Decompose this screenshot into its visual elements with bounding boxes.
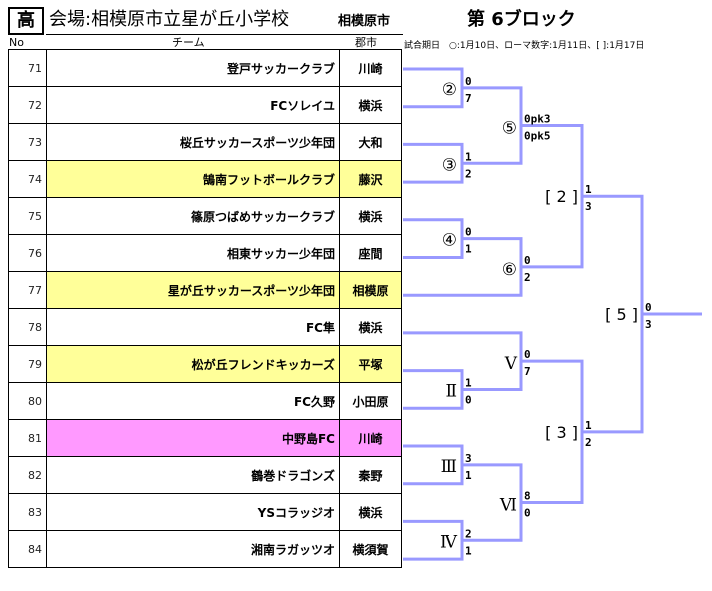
score-top: 3 bbox=[465, 452, 472, 465]
team-name: 中野島FC bbox=[46, 419, 340, 457]
team-number: 82 bbox=[8, 456, 47, 494]
team-city: 相模原 bbox=[339, 271, 402, 309]
team-name: 松が丘フレンドキッカーズ bbox=[46, 345, 340, 383]
score-top: 1 bbox=[465, 376, 472, 389]
column-header-city: 郡市 bbox=[355, 36, 377, 49]
score-bottom: 1 bbox=[465, 243, 472, 256]
team-city: 川崎 bbox=[339, 49, 402, 87]
score-bottom: 7 bbox=[465, 92, 472, 105]
team-city: 大和 bbox=[339, 123, 402, 161]
match-date-note: 試合期日 ○:1月10日、ローマ数字:1月11日、[ ]:1月17日 bbox=[404, 41, 645, 51]
score-bottom: 2 bbox=[465, 167, 472, 180]
team-number: 74 bbox=[8, 160, 47, 198]
team-city: 秦野 bbox=[339, 456, 402, 494]
score-bottom: 3 bbox=[645, 318, 652, 331]
match-label: [ 5 ] bbox=[605, 305, 638, 324]
match-label: Ⅱ bbox=[445, 381, 457, 401]
score-bottom: 3 bbox=[585, 200, 592, 213]
team-name: 桜丘サッカースポーツ少年団 bbox=[46, 123, 340, 161]
score-bottom: 2 bbox=[524, 271, 531, 284]
score-top: 2 bbox=[465, 527, 472, 540]
team-name: 鵠南フットボールクラブ bbox=[46, 160, 340, 198]
score-bottom: 0 bbox=[465, 393, 472, 406]
team-city: 藤沢 bbox=[339, 160, 402, 198]
match-label: ③ bbox=[442, 155, 457, 175]
match-label: Ⅲ bbox=[441, 457, 457, 477]
team-city: 座間 bbox=[339, 234, 402, 272]
score-bottom: 1 bbox=[465, 544, 472, 557]
match-label: Ⅳ bbox=[440, 532, 458, 552]
score-top: 1 bbox=[585, 419, 592, 432]
team-number: 84 bbox=[8, 530, 47, 568]
score-top: 0 bbox=[465, 75, 472, 88]
team-number: 80 bbox=[8, 382, 47, 420]
score-top: 1 bbox=[585, 183, 592, 196]
team-city: 横須賀 bbox=[339, 530, 402, 568]
column-header-no: No bbox=[9, 36, 24, 49]
team-name: FC久野 bbox=[46, 382, 340, 420]
team-city: 横浜 bbox=[339, 197, 402, 235]
score-top: 1 bbox=[465, 150, 472, 163]
score-bottom: 7 bbox=[524, 365, 531, 378]
team-city: 横浜 bbox=[339, 493, 402, 531]
team-number: 77 bbox=[8, 271, 47, 309]
score-bottom: 0pk5 bbox=[524, 130, 551, 143]
score-top: 0 bbox=[465, 226, 472, 239]
team-number: 83 bbox=[8, 493, 47, 531]
match-label: [ 2 ] bbox=[545, 187, 578, 206]
team-city: 横浜 bbox=[339, 308, 402, 346]
match-label: ④ bbox=[442, 231, 457, 251]
title-underline bbox=[46, 34, 403, 35]
team-name: 登戸サッカークラブ bbox=[46, 49, 340, 87]
team-name: 篠原つばめサッカークラブ bbox=[46, 197, 340, 235]
team-city: 小田原 bbox=[339, 382, 402, 420]
team-city: 平塚 bbox=[339, 345, 402, 383]
score-top: 0 bbox=[645, 301, 652, 314]
score-top: 8 bbox=[524, 490, 531, 503]
match-label: ⑥ bbox=[502, 260, 517, 280]
team-city: 川崎 bbox=[339, 419, 402, 457]
team-number: 81 bbox=[8, 419, 47, 457]
match-label: [ 3 ] bbox=[545, 423, 578, 442]
score-bottom: 0 bbox=[524, 507, 531, 520]
match-label: Ⅴ bbox=[504, 354, 518, 374]
block-title: 第 6ブロック bbox=[467, 9, 576, 30]
venue-city: 相模原市 bbox=[338, 14, 391, 29]
team-name: FC隼 bbox=[46, 308, 340, 346]
score-top: 0 bbox=[524, 254, 531, 267]
column-header-team: チーム bbox=[172, 36, 205, 49]
team-number: 75 bbox=[8, 197, 47, 235]
match-label: ② bbox=[442, 80, 457, 100]
team-name: 湘南ラガッツオ bbox=[46, 530, 340, 568]
team-name: 鶴巻ドラゴンズ bbox=[46, 456, 340, 494]
score-bottom: 2 bbox=[585, 436, 592, 449]
score-top: 0 bbox=[524, 348, 531, 361]
venue-title: 会場:相模原市立星が丘小学校 bbox=[49, 9, 290, 30]
match-label: Ⅵ bbox=[499, 496, 517, 516]
score-top: 0pk3 bbox=[524, 113, 551, 126]
level-badge: 高 bbox=[8, 7, 44, 35]
team-name: 相東サッカー少年団 bbox=[46, 234, 340, 272]
score-bottom: 1 bbox=[465, 469, 472, 482]
match-label: ⑤ bbox=[502, 119, 517, 139]
